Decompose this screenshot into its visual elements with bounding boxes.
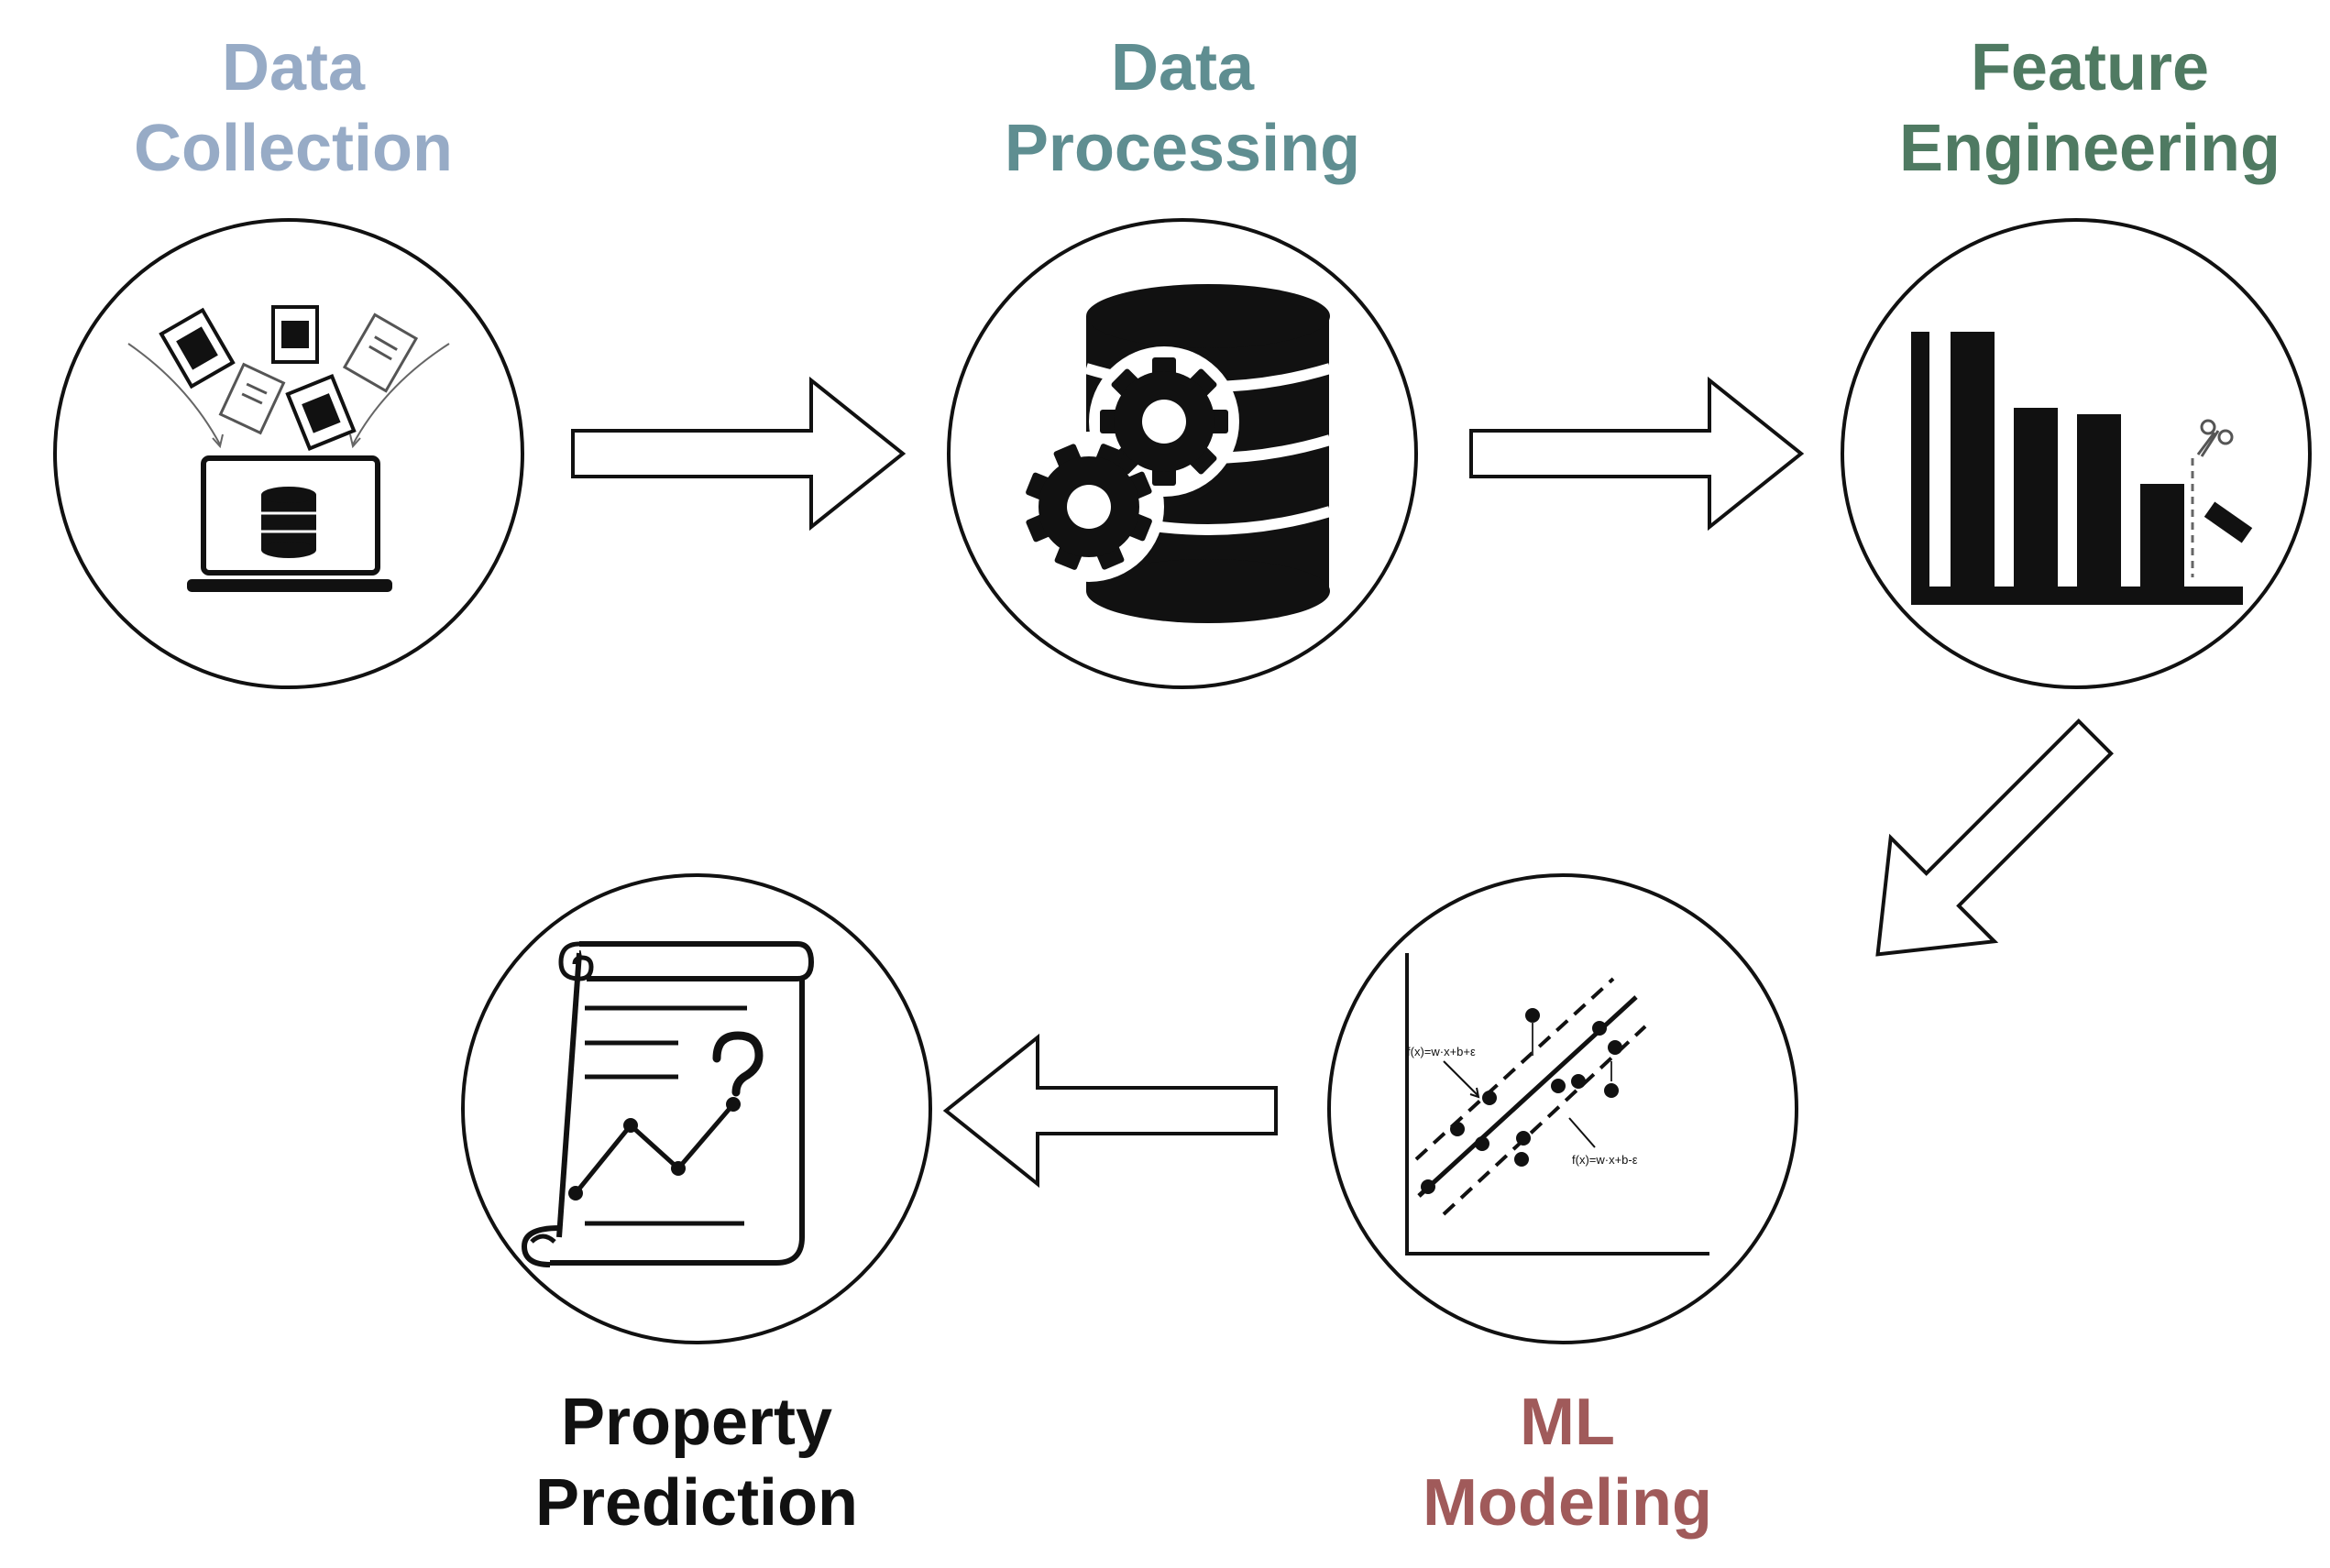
flow-arrow-right xyxy=(1469,376,1805,532)
step-label-property-prediction: Property Prediction xyxy=(534,1386,859,1540)
step-label-feature-engineering: Feature Engineering xyxy=(1898,31,2281,185)
document-icon xyxy=(271,305,319,364)
gear-icon xyxy=(1100,357,1228,486)
database-gears-icon xyxy=(1014,284,1332,623)
scroll-chart-question-icon xyxy=(521,941,815,1267)
flow-arrow-right xyxy=(571,376,907,532)
upper-margin-formula: f(x)=w·x+b+ε xyxy=(1407,1045,1476,1058)
document-icon xyxy=(218,362,286,435)
flow-arrow-diagonal xyxy=(1875,718,2114,957)
scissors-icon xyxy=(2196,419,2234,457)
document-icon xyxy=(159,307,236,389)
lower-margin-formula: f(x)=w·x+b-ε xyxy=(1572,1153,1638,1167)
laptop-documents-database-icon xyxy=(127,305,450,592)
flow-arrow-left xyxy=(942,1033,1278,1189)
step-label-data-collection: Data Collection xyxy=(133,31,453,185)
regression-scatter-icon: f(x)=w·x+b+ε f(x)=w·x+b-ε xyxy=(1405,953,1709,1255)
step-circle-data-collection xyxy=(53,218,524,689)
bar-chart-scissors-icon xyxy=(1911,332,2253,605)
gear-icon xyxy=(1026,444,1152,570)
step-circle-ml-modeling xyxy=(1327,873,1798,1344)
document-icon xyxy=(342,313,419,393)
step-label-data-processing: Data Processing xyxy=(1004,31,1361,185)
scatter-points xyxy=(1421,1008,1622,1194)
document-icon xyxy=(285,373,357,452)
step-label-ml-modeling: ML Modeling xyxy=(1423,1386,1712,1540)
question-mark-icon xyxy=(712,1031,764,1097)
database-icon xyxy=(261,487,316,558)
